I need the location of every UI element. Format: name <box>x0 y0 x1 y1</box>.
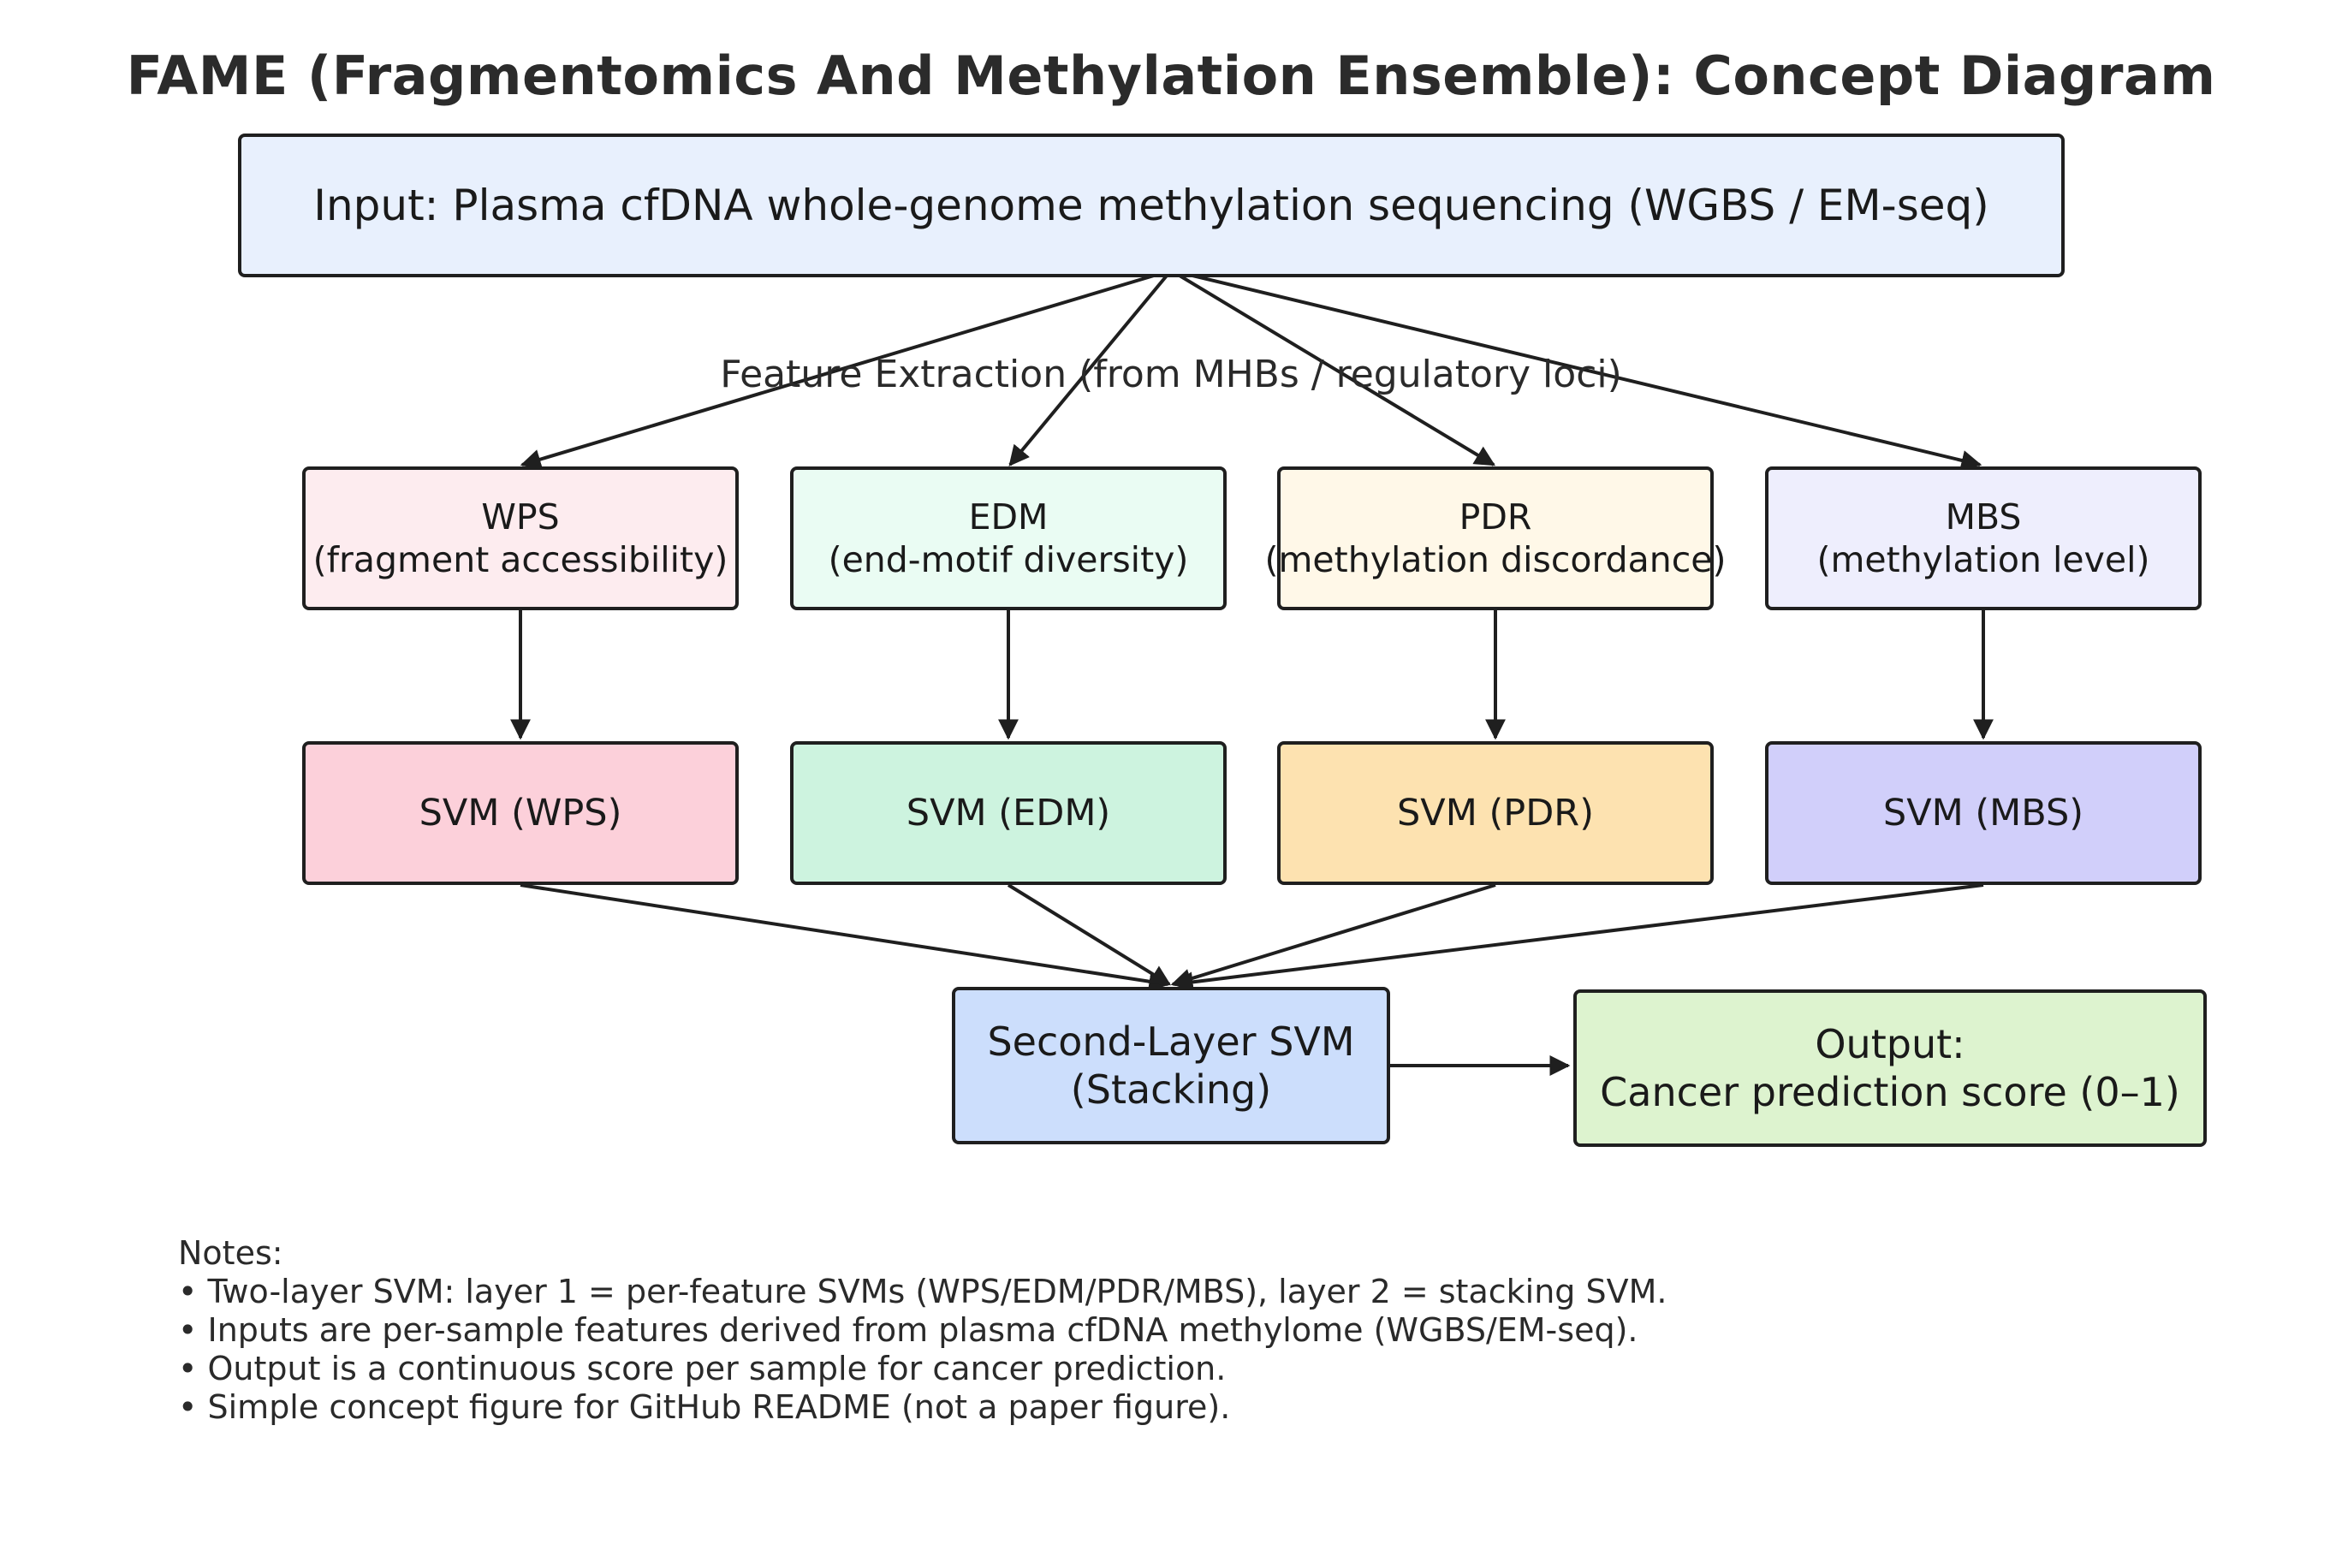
feature-extraction-label: Feature Extraction (from MHBs / regulato… <box>720 353 1622 396</box>
arrow-svm-mbs-to-stack <box>1172 883 1984 993</box>
arrow-svm-wps-to-stack <box>520 883 1170 992</box>
diagram-title: FAME (Fragmentomics And Methylation Ense… <box>126 45 2216 107</box>
svm-label: SVM (WPS) <box>419 791 622 834</box>
output-line-2: Cancer prediction score (0–1) <box>1600 1069 2180 1115</box>
feature-box-pdr: PDR (methylation discordance) <box>1265 466 1727 610</box>
notes-heading: Notes: <box>178 1234 283 1272</box>
output-line-1: Output: <box>1815 1020 1965 1067</box>
svm-label: SVM (MBS) <box>1882 791 2084 834</box>
stacking-line-1: Second-Layer SVM <box>987 1018 1355 1065</box>
arrow-input-to-pdr <box>1169 269 1496 466</box>
feature-desc: (end-motif diversity) <box>828 539 1189 580</box>
notes-item: • Output is a continuous score per sampl… <box>178 1350 1227 1387</box>
svm-label: SVM (PDR) <box>1397 791 1594 834</box>
svm-box-pdr: SVM (PDR) <box>1277 741 1714 885</box>
svm-label: SVM (EDM) <box>906 791 1111 834</box>
feature-box-mbs: MBS (methylation level) <box>1765 466 2202 610</box>
feature-desc: (methylation discordance) <box>1264 539 1727 580</box>
svm-box-wps: SVM (WPS) <box>302 741 739 885</box>
feature-name: MBS <box>1945 496 2022 538</box>
feature-desc: (fragment accessibility) <box>312 539 728 580</box>
feature-name: WPS <box>481 496 560 538</box>
input-box: Input: Plasma cfDNA whole-genome methyla… <box>238 134 2065 277</box>
notes-item: • Inputs are per-sample features derived… <box>178 1311 1638 1349</box>
feature-box-wps: WPS (fragment accessibility) <box>302 466 739 610</box>
feature-name: EDM <box>968 496 1049 538</box>
svm-box-mbs: SVM (MBS) <box>1765 741 2202 885</box>
output-box: Output: Cancer prediction score (0–1) <box>1573 989 2207 1147</box>
arrow-input-to-mbs <box>1170 269 1982 471</box>
notes-item: • Two-layer SVM: layer 1 = per-feature S… <box>178 1273 1667 1310</box>
arrow-input-to-edm <box>1008 269 1173 466</box>
arrow-input-to-wps <box>520 269 1172 470</box>
input-box-label: Input: Plasma cfDNA whole-genome methyla… <box>313 180 1989 230</box>
svm-box-edm: SVM (EDM) <box>790 741 1227 885</box>
notes-item: • Simple concept figure for GitHub READM… <box>178 1388 1231 1426</box>
arrow-svm-edm-to-stack <box>1007 883 1172 986</box>
stacking-svm-box: Second-Layer SVM (Stacking) <box>952 987 1390 1144</box>
feature-desc: (methylation level) <box>1816 539 2150 580</box>
arrow-svm-pdr-to-stack <box>1170 883 1496 989</box>
feature-name: PDR <box>1459 496 1532 538</box>
feature-box-edm: EDM (end-motif diversity) <box>790 466 1227 610</box>
stacking-line-2: (Stacking) <box>1070 1066 1272 1113</box>
notes-section: Notes: • Two-layer SVM: layer 1 = per-fe… <box>178 1234 1667 1427</box>
